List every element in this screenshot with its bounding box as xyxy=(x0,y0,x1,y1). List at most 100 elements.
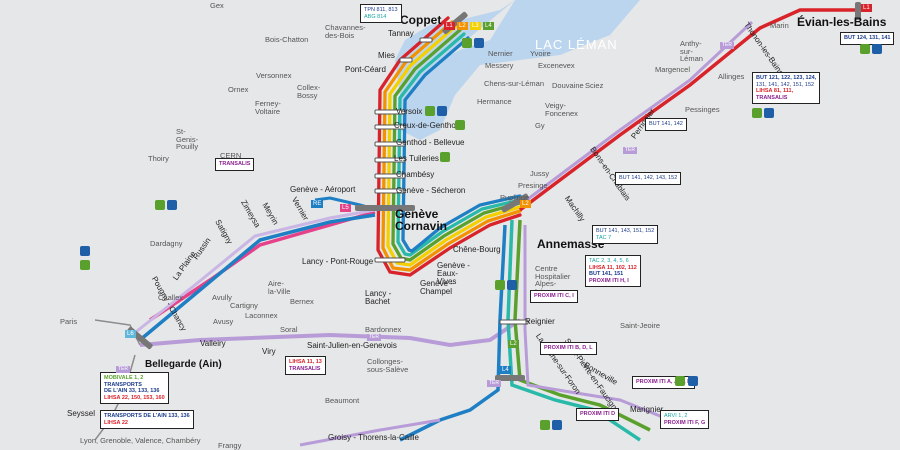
town-douvaine: Douvaine xyxy=(552,81,584,90)
infobox-marignier: ARVI 1, 2 PROXIM ITI F, G xyxy=(660,410,710,429)
town-thoiry: Thoiry xyxy=(148,154,169,163)
town-anthy: Anthy-sur-Léman xyxy=(680,39,703,63)
town-cern: CERN xyxy=(220,151,242,160)
town-chens: Chens-sur-Léman xyxy=(484,79,545,88)
station-lancy-pont-rouge: Lancy - Pont-Rouge xyxy=(302,257,374,266)
infobox-annemasse: TAC 2, 3, 4, 5, 6 LIHSA 11, 102, 112 BUT… xyxy=(585,255,641,287)
station-mies: Mies xyxy=(378,51,395,60)
infobox-line: LIHSA 81, 111, xyxy=(756,88,794,94)
tick-tuileries xyxy=(374,157,406,163)
infobox-line: ARVI 1, 2 xyxy=(664,413,688,419)
station-lancy-bachet: Lancy - Bachet xyxy=(365,289,392,306)
infobox-line: TRANSALIS xyxy=(289,365,321,372)
infobox-line: PROXIM ITI D xyxy=(580,411,616,417)
town-versonnex: Versonnex xyxy=(256,71,292,80)
station-marignier: Marignier xyxy=(630,405,664,414)
tick-secheron xyxy=(374,188,406,194)
line-bundle-blue xyxy=(401,36,522,253)
town-avusy: Avusy xyxy=(213,317,234,326)
badge-l2-south: L2 xyxy=(508,340,519,348)
tick-pontrouge xyxy=(374,257,406,263)
station-genthod: Genthod - Bellevue xyxy=(396,138,465,147)
line-ter-purple xyxy=(139,318,522,348)
station-secheron: Genève - Sécheron xyxy=(396,186,466,195)
town-collonges: Collonges-sous-Salève xyxy=(367,357,409,374)
infobox-line: TAC 2, 3, 4, 5, 6 xyxy=(589,258,629,264)
badge-l3: L3 xyxy=(470,22,481,30)
infobox-line: TRANSPORTS DE L'AIN 133, 136 xyxy=(104,413,190,419)
infobox-line: BUT 141, 142, 143, 152 xyxy=(619,175,678,181)
town-puplinge: Puplinge xyxy=(500,193,530,202)
infobox-line: BUT 141, 151 xyxy=(589,271,624,277)
infobox-bonneville: PROXIM ITI A, J, K, F xyxy=(632,376,695,389)
station-viry: Viry xyxy=(262,347,276,356)
bus-icon xyxy=(440,152,450,162)
station-chene-bourg: Chêne-Bourg xyxy=(453,245,501,254)
town-collex: Collex-Bossy xyxy=(297,83,321,100)
infobox-perrignier: BUT 141, 142 xyxy=(645,118,687,131)
infobox-line: BUT 141, 142 xyxy=(649,121,683,127)
town-presinge: Presinge xyxy=(518,181,548,190)
badge-evian-l1: L1 xyxy=(861,4,872,12)
town-jussy: Jussy xyxy=(530,169,550,178)
badge-l5: L5 xyxy=(340,204,351,212)
infobox-line: TAC 7 xyxy=(596,234,612,241)
line-ter-thonon xyxy=(519,20,754,207)
infobox-seyssel: TRANSPORTS DE L'AIN 133, 136 LIHSA 22 xyxy=(100,410,194,429)
station-champel: Genève - Champel xyxy=(420,279,453,296)
town-cartigny: Cartigny xyxy=(230,301,258,310)
town-ferney: Ferney-Voltaire xyxy=(255,99,281,116)
bus-icon xyxy=(462,38,472,48)
badge-l1: L1 xyxy=(444,22,455,30)
infobox-line: ABG 814 xyxy=(364,13,387,20)
parking-icon xyxy=(688,376,698,386)
town-beaumont: Beaumont xyxy=(325,396,360,405)
bus-icon xyxy=(860,44,870,54)
parking-icon xyxy=(552,420,562,430)
infobox-bellegarde: MOBIVALE 1, 2 TRANSPORTS DE L'AIN 33, 13… xyxy=(100,372,169,404)
town-excenevex: Excenevex xyxy=(538,61,575,70)
bus-icon xyxy=(675,376,685,386)
tick-tannay xyxy=(419,37,433,43)
parking-icon xyxy=(437,106,447,116)
infobox-line: LIHSA 22 xyxy=(104,419,128,426)
line-ter-south xyxy=(523,225,671,422)
town-soral: Soral xyxy=(280,325,298,334)
town-chavannes: Chavannes-des-Bois xyxy=(325,23,366,40)
badge-bellegarde-l6: L6 xyxy=(125,330,136,338)
tick-reignier xyxy=(499,319,529,325)
station-tannay: Tannay xyxy=(388,29,414,38)
badge-annemasse-l2: L2 xyxy=(520,200,531,208)
lake-label: LAC LÉMAN xyxy=(535,37,618,52)
lake-leman xyxy=(400,0,640,140)
station-creux: Creux-de-Genthod xyxy=(394,121,461,130)
line-l4-blue xyxy=(399,224,507,442)
line-l6-lavender xyxy=(131,208,376,337)
station-annemasse: Annemasse xyxy=(537,237,605,251)
station-st-julien: Saint-Julien-en-Genevois xyxy=(307,341,397,350)
town-challex: Challex xyxy=(158,293,184,302)
station-groisy: Groisy - Thorens-la-Caille xyxy=(328,433,419,442)
station-seyssel: Seyssel xyxy=(67,409,96,418)
parking-icon xyxy=(80,246,90,256)
town-laconnex: Laconnex xyxy=(245,311,278,320)
station-versoix: Versoix xyxy=(396,107,423,116)
dest-lyon: Lyon, Grenoble, Valence, Chambéry xyxy=(80,436,201,445)
infobox-transalis: TRANSALIS xyxy=(215,158,255,171)
station-pont-ceard: Pont-Céard xyxy=(345,65,386,74)
town-gy: Gy xyxy=(535,121,545,130)
town-margencel: Margencel xyxy=(655,65,691,74)
bus-icon xyxy=(425,106,435,116)
infobox-line: LIHSA 11, 13 xyxy=(289,359,322,365)
town-allinges: Allinges xyxy=(718,72,745,81)
town-veigy: Veigy-Foncenex xyxy=(545,101,578,118)
bus-icon xyxy=(540,420,550,430)
infobox-machilly: BUT 141, 143, 151, 152 TAC 7 xyxy=(592,225,659,244)
bus-icon xyxy=(752,108,762,118)
line-l1-evian xyxy=(518,8,860,212)
laroche-bar xyxy=(495,375,525,381)
parking-icon xyxy=(764,108,774,118)
badge-l4: L4 xyxy=(483,22,494,30)
